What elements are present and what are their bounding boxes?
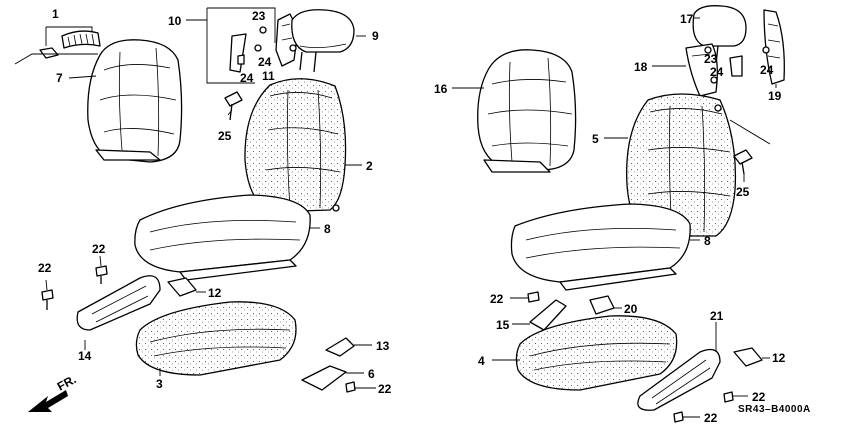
part-label-13: 13 <box>376 339 390 353</box>
part-12-cover-left <box>167 277 197 297</box>
part-label-12-right: 12 <box>772 351 786 365</box>
part-label-22-b: 22 <box>38 261 52 275</box>
part-label-17: 17 <box>680 12 694 26</box>
part-label-24-c: 24 <box>710 65 724 79</box>
part-label-18: 18 <box>634 60 648 74</box>
part-label-15: 15 <box>496 318 510 332</box>
part-label-24-d: 24 <box>760 63 774 77</box>
part-3-cushion-pad <box>135 301 297 376</box>
part-label-22-e: 22 <box>752 390 766 404</box>
part-18-garnish <box>685 43 743 97</box>
part-8-cushion-cover-right <box>510 203 691 291</box>
part-label-25-right: 25 <box>736 185 750 199</box>
leader-lines <box>45 17 777 418</box>
part-10-garnish-set <box>206 7 276 84</box>
part-25-bolt-left <box>224 91 243 121</box>
part-label-24-b: 24 <box>240 71 254 85</box>
part-label-7: 7 <box>56 71 63 85</box>
part-7-seat-back-cover <box>87 39 183 163</box>
part-12-cover-right <box>733 347 763 367</box>
part-16-seat-back-cover <box>477 49 577 173</box>
part-2-seat-back-pad <box>244 78 347 213</box>
part-4-cushion-pad <box>515 315 678 391</box>
part-label-16: 16 <box>434 82 448 96</box>
part-13-bracket <box>325 337 355 357</box>
part-label-20: 20 <box>624 302 638 316</box>
part-label-2: 2 <box>366 159 373 173</box>
part-label-8-right: 8 <box>704 234 711 248</box>
diagram-code: SR43–B4000A <box>738 404 811 415</box>
part-label-1: 1 <box>52 7 59 21</box>
part-25-bolt-right <box>733 149 753 175</box>
part-22-bolt-left-lower <box>345 381 356 393</box>
part-22-bolts-right-lower <box>673 391 734 423</box>
part-label-14: 14 <box>78 349 92 363</box>
part-label-10: 10 <box>168 14 182 28</box>
part-20-cover <box>589 295 615 315</box>
part-5-seat-back-pad <box>626 93 737 237</box>
part-label-23-right: 23 <box>704 52 718 66</box>
part-14-side-garnish <box>76 275 161 331</box>
part-label-9: 9 <box>372 29 379 43</box>
part-label-8-left: 8 <box>324 222 331 236</box>
part-15-cover <box>529 299 567 331</box>
part-label-6: 6 <box>368 367 375 381</box>
part-label-19: 19 <box>768 89 782 103</box>
part-label-22-f: 22 <box>704 411 718 425</box>
part-label-22-d: 22 <box>490 292 504 306</box>
part-label-25-left: 25 <box>218 129 232 143</box>
part-22-bolts-left <box>41 265 108 310</box>
part-9-headrest <box>291 9 355 73</box>
part-label-5: 5 <box>592 132 599 146</box>
part-8-cushion-cover-left <box>134 194 311 281</box>
part-label-23-left: 23 <box>252 9 266 23</box>
part-label-22-a: 22 <box>92 242 106 256</box>
part-label-21: 21 <box>710 309 724 323</box>
part-label-22-c: 22 <box>378 382 392 396</box>
part-21-side-garnish <box>637 348 721 411</box>
part-label-3: 3 <box>156 377 163 391</box>
part-6-cover <box>301 365 347 391</box>
part-22-bolt-right-upper <box>527 291 540 303</box>
part-label-11: 11 <box>262 69 275 83</box>
part-19-side-cover <box>762 9 785 85</box>
part-label-12-left: 12 <box>208 286 222 300</box>
part-label-4: 4 <box>478 354 485 368</box>
front-direction-arrow <box>28 390 68 412</box>
front-direction-label: FR. <box>55 372 79 393</box>
part-label-24-a: 24 <box>258 55 272 69</box>
part-1-trim-clip <box>39 26 101 59</box>
